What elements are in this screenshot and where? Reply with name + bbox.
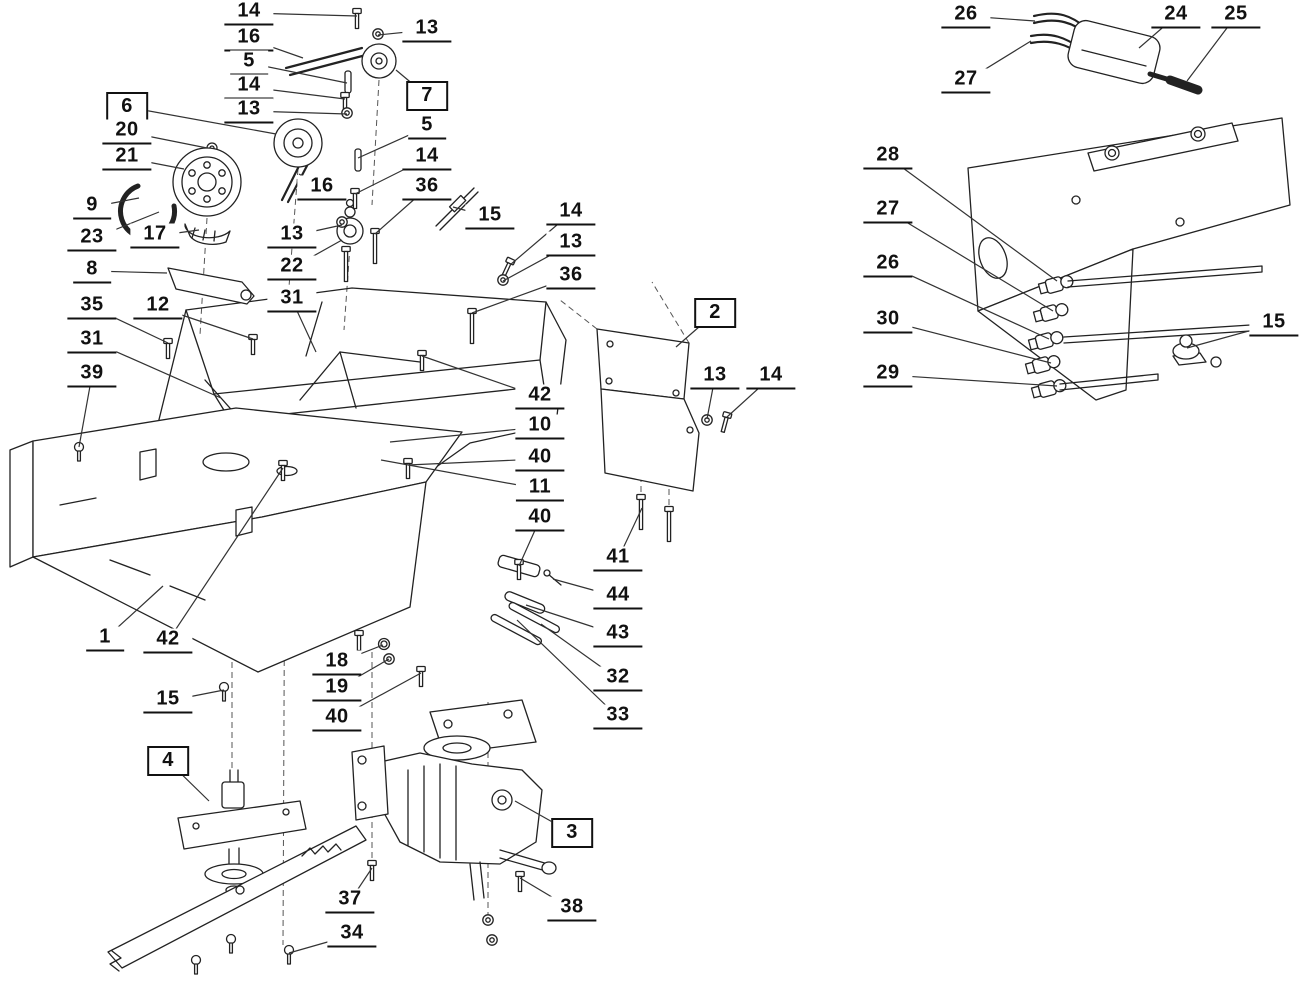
callout-16: 16 <box>224 26 274 52</box>
blade <box>107 825 367 969</box>
callout-36: 36 <box>402 175 452 201</box>
callout-6: 6 <box>106 92 148 122</box>
callout-36: 36 <box>546 264 596 290</box>
callout-43: 43 <box>593 622 643 648</box>
callout-4: 4 <box>147 746 189 776</box>
callout-10: 10 <box>515 414 565 440</box>
callout-15: 15 <box>143 688 193 714</box>
callout-34: 34 <box>327 922 377 948</box>
callout-37: 37 <box>325 888 375 914</box>
pulley-21 <box>172 147 242 217</box>
callout-39: 39 <box>67 362 117 388</box>
callout-40: 40 <box>515 506 565 532</box>
spindle-blade-assembly <box>107 769 367 972</box>
callout-13: 13 <box>224 98 274 124</box>
belt-guard-panel <box>596 328 700 492</box>
callout-13: 13 <box>690 364 740 390</box>
transaxle-assembly <box>351 699 557 901</box>
callout-30: 30 <box>863 308 913 334</box>
callout-20: 20 <box>102 119 152 145</box>
callout-31: 31 <box>67 328 117 354</box>
callout-14: 14 <box>746 364 796 390</box>
callout-42: 42 <box>515 384 565 410</box>
callout-32: 32 <box>593 666 643 692</box>
callout-40: 40 <box>515 446 565 472</box>
valve-assembly <box>1029 12 1203 95</box>
callout-44: 44 <box>593 584 643 610</box>
callout-18: 18 <box>312 650 362 676</box>
callout-15: 15 <box>1249 311 1299 337</box>
callout-27: 27 <box>941 68 991 94</box>
callout-13: 13 <box>402 17 452 43</box>
hydraulic-panel-assembly <box>967 117 1291 401</box>
callout-5: 5 <box>408 114 446 140</box>
callout-12: 12 <box>133 294 183 320</box>
callout-35: 35 <box>67 294 117 320</box>
callout-27: 27 <box>863 198 913 224</box>
callout-19: 19 <box>312 676 362 702</box>
callout-7: 7 <box>406 81 448 111</box>
callout-13: 13 <box>267 223 317 249</box>
hose-clamp-15 <box>1172 334 1222 368</box>
callout-14: 14 <box>402 145 452 171</box>
brake-segment-17 <box>184 223 231 245</box>
callout-26: 26 <box>863 252 913 278</box>
callout-21: 21 <box>102 145 152 171</box>
callout-22: 22 <box>267 255 317 281</box>
callout-9: 9 <box>73 194 111 220</box>
callout-31: 31 <box>267 287 317 313</box>
callout-28: 28 <box>863 144 913 170</box>
callout-1: 1 <box>86 626 124 652</box>
callout-17: 17 <box>130 223 180 249</box>
callout-25: 25 <box>1211 3 1261 29</box>
idler-arm-8 <box>167 267 255 305</box>
callout-2: 2 <box>694 298 736 328</box>
callout-40: 40 <box>312 706 362 732</box>
callout-15: 15 <box>465 204 515 230</box>
deck-linkage-parts <box>490 554 562 646</box>
callout-29: 29 <box>863 362 913 388</box>
mower-deck <box>9 407 463 673</box>
callout-14: 14 <box>546 200 596 226</box>
callout-41: 41 <box>593 546 643 572</box>
callout-5: 5 <box>230 50 268 76</box>
callout-8: 8 <box>73 258 111 284</box>
clutch-pulley-6 <box>273 118 323 168</box>
callout-38: 38 <box>547 896 597 922</box>
callout-14: 14 <box>224 74 274 100</box>
callout-24: 24 <box>1151 3 1201 29</box>
callout-26: 26 <box>941 3 991 29</box>
callout-11: 11 <box>515 476 565 502</box>
callout-33: 33 <box>593 704 643 730</box>
callout-23: 23 <box>67 226 117 252</box>
callout-14: 14 <box>224 0 274 26</box>
callout-42: 42 <box>143 628 193 654</box>
pulley-7 <box>361 43 397 79</box>
callout-16: 16 <box>297 175 347 201</box>
callout-13: 13 <box>546 231 596 257</box>
callout-3: 3 <box>551 818 593 848</box>
